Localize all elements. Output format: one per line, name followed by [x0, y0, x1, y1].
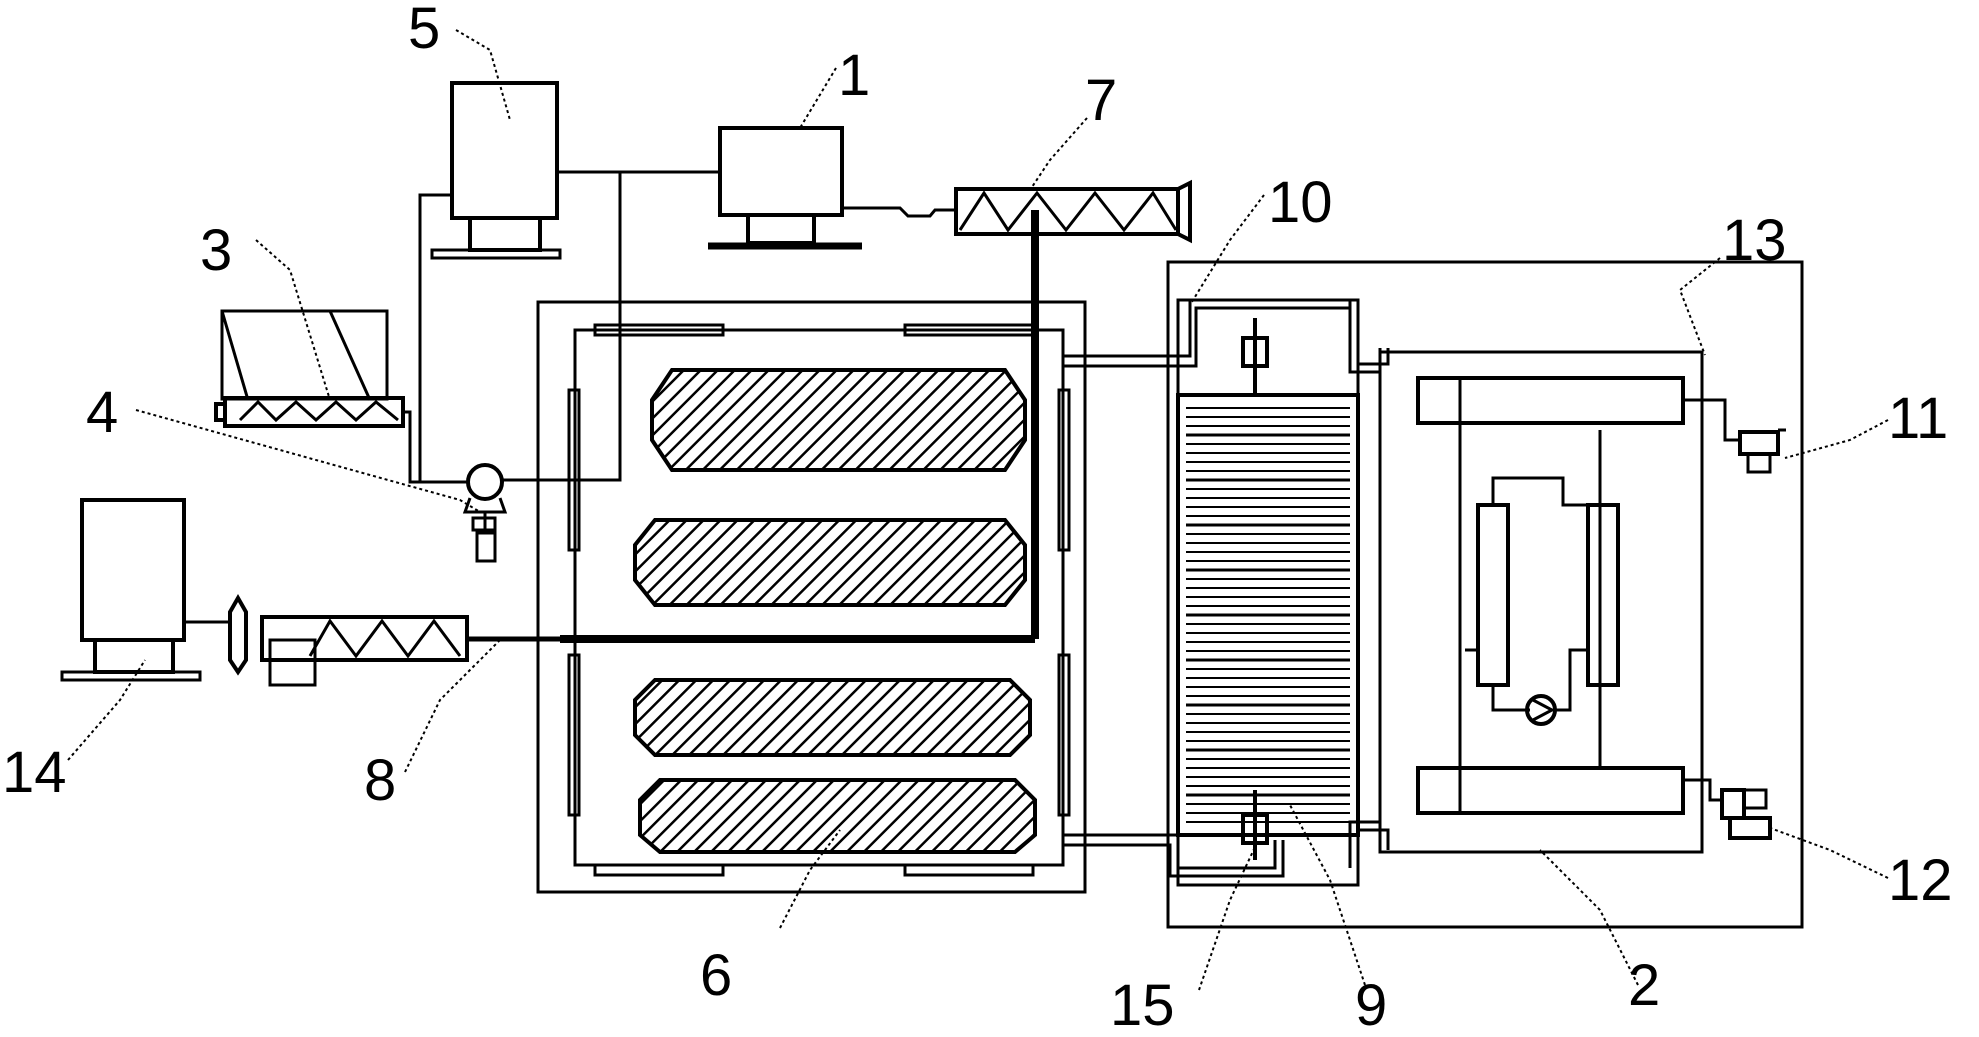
screw-conveyor-7: [842, 179, 1192, 244]
hopper-1: [708, 126, 862, 250]
tank-14: [60, 498, 202, 682]
reactor-box-6: [536, 300, 1087, 894]
leader-lines: [67, 29, 1889, 991]
label-1: 1: [838, 43, 870, 108]
label-8: 8: [364, 748, 396, 813]
valve-12: [1683, 778, 1772, 840]
tank-5: [430, 81, 562, 260]
condenser-9: [1176, 298, 1360, 887]
label-13: 13: [1722, 208, 1787, 273]
valve-11: [1683, 398, 1786, 474]
label-6: 6: [700, 943, 732, 1008]
label-3: 3: [200, 218, 232, 283]
feeder-3: [214, 309, 405, 428]
label-4: 4: [86, 380, 118, 445]
outer-unit-13: [1166, 260, 1804, 929]
tray-4: [638, 778, 1037, 854]
label-7: 7: [1085, 68, 1117, 133]
valve-15: [1241, 318, 1269, 860]
tray-3: [633, 678, 1032, 757]
label-15: 15: [1110, 973, 1175, 1032]
label-11: 11: [1888, 386, 1948, 451]
fin-stack: [1186, 407, 1350, 823]
tray-1: [650, 368, 1027, 472]
label-9: 9: [1355, 973, 1387, 1032]
pump-4: [462, 463, 508, 563]
heat-exchanger-2: [1378, 350, 1704, 854]
screw-conveyor-8: [184, 210, 1039, 687]
right-piping: [1348, 300, 1390, 876]
label-12: 12: [1888, 848, 1953, 913]
label-2: 2: [1628, 953, 1660, 1018]
label-10: 10: [1268, 170, 1333, 235]
label-14: 14: [2, 740, 67, 805]
tray-2: [633, 518, 1027, 607]
upper-piping: [403, 170, 720, 484]
label-5: 5: [408, 0, 440, 61]
